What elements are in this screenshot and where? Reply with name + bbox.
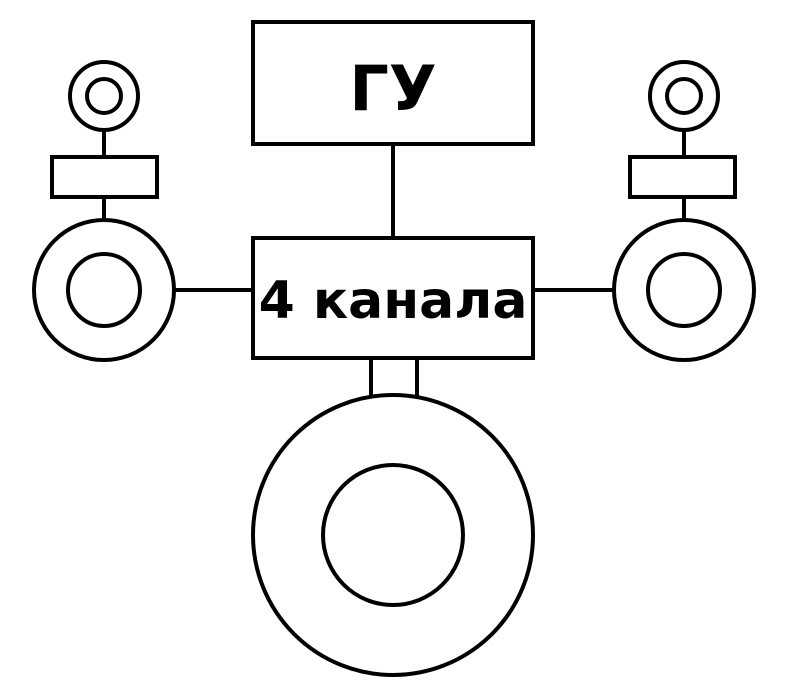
subwoofer-inner <box>321 463 465 607</box>
right-midrange-inner <box>646 252 722 328</box>
gu-block: ГУ <box>251 20 535 146</box>
channel-block-label: 4 канала <box>259 271 528 331</box>
subwoofer-assembly <box>251 358 535 677</box>
left-speaker-assembly <box>32 60 253 362</box>
left-midrange-outer <box>32 218 176 362</box>
right-tweeter-outer <box>648 60 720 132</box>
right-tweeter-inner <box>665 77 703 115</box>
left-midrange-inner <box>66 252 142 328</box>
channel-block: 4 канала <box>251 236 535 360</box>
right-speaker-assembly <box>533 60 756 362</box>
right-crossover-box <box>628 155 737 199</box>
right-midrange-outer <box>612 218 756 362</box>
gu-block-label: ГУ <box>349 52 436 125</box>
left-crossover-box <box>50 155 159 199</box>
subwoofer-outer <box>251 393 535 677</box>
left-tweeter-inner <box>85 77 123 115</box>
left-tweeter-outer <box>68 60 140 132</box>
channel-block-frame <box>251 236 535 360</box>
